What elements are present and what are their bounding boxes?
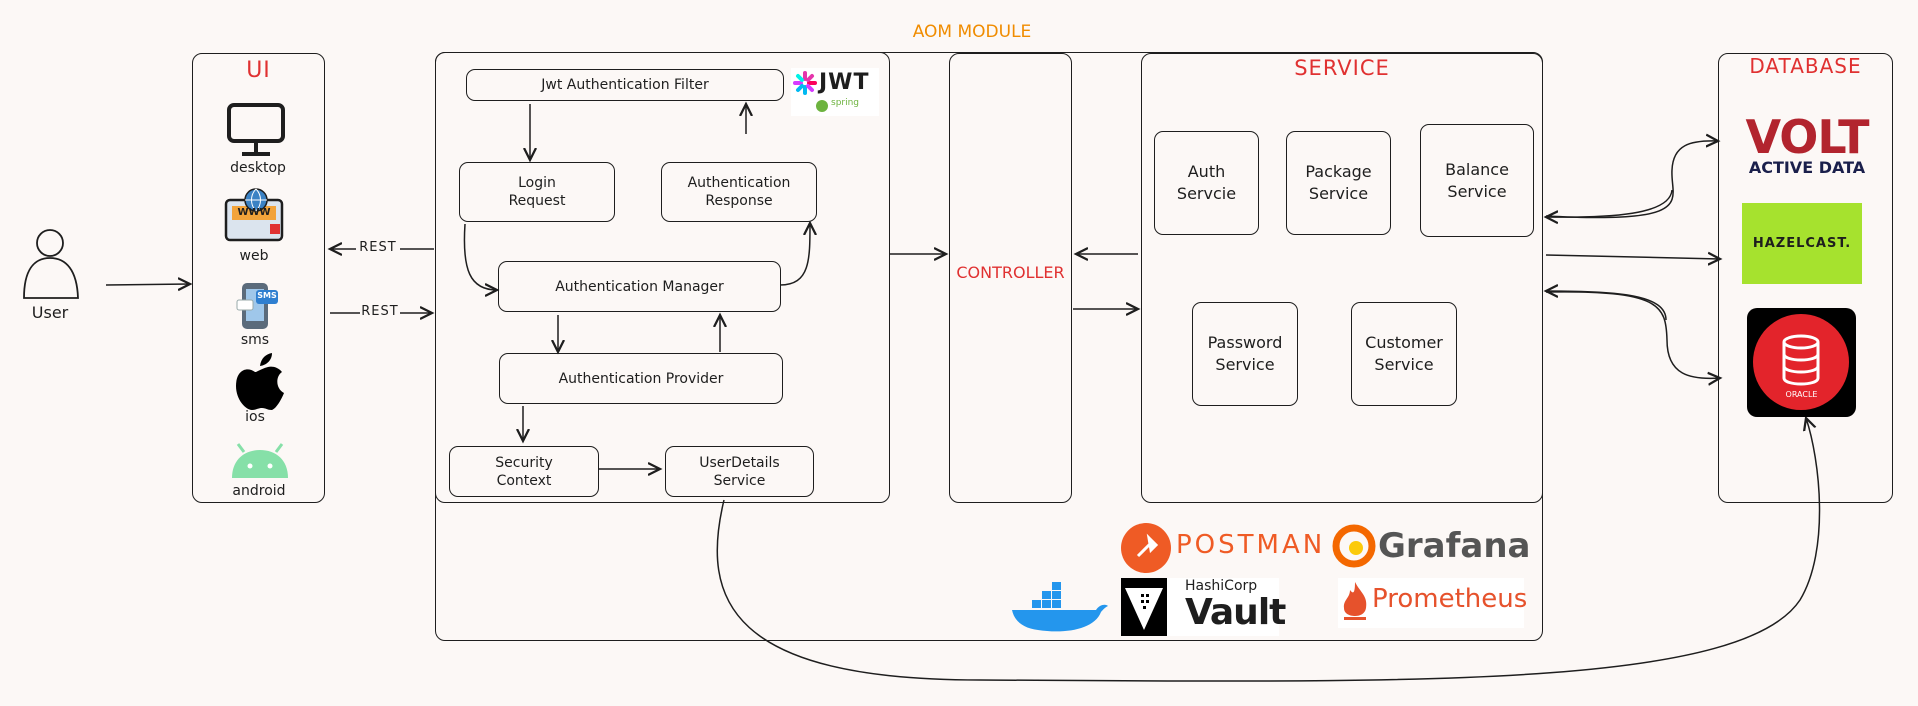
package-service-node: Package Service <box>1286 131 1391 235</box>
ui-title: UI <box>246 58 271 83</box>
docker-whale-icon <box>1012 582 1108 632</box>
sms-badge: SMS <box>257 291 277 300</box>
service-panel <box>1141 53 1543 503</box>
rest-label-bottom: REST <box>361 304 399 319</box>
client-label-ios: ios <box>245 409 265 425</box>
jwt-logo-text: JWT <box>819 70 870 95</box>
password-service-node: Password Service <box>1192 302 1298 406</box>
service-title: SERVICE <box>1294 56 1390 80</box>
postman-icon <box>1121 523 1171 573</box>
vault-text: Vault <box>1185 592 1286 633</box>
grafana-logo: Grafana <box>1332 522 1531 572</box>
vault-logo: HashiCorp Vault <box>1121 578 1286 636</box>
hazelcast-logo-text: HAZELCAST. <box>1752 236 1852 251</box>
prometheus-flame-icon <box>1343 582 1367 620</box>
grafana-text: Grafana <box>1378 526 1531 566</box>
controller-panel <box>949 53 1072 503</box>
database-panel <box>1718 53 1893 503</box>
volt-logo-subtext: ACTIVE DATA <box>1748 158 1866 177</box>
web-badge: WWW <box>237 207 271 218</box>
jwt-filter-node: Jwt Authentication Filter <box>466 69 784 101</box>
postman-text: POSTMAN <box>1176 530 1326 560</box>
userdetails-to-oracle-curve <box>716 418 1821 682</box>
balance-service-node: Balance Service <box>1420 124 1534 237</box>
client-label-desktop: desktop <box>230 160 286 176</box>
hashicorp-text: HashiCorp <box>1185 578 1258 594</box>
userdetails-service-node: UserDetails Service <box>665 446 814 497</box>
security-context-node: Security Context <box>449 446 599 497</box>
spring-leaf-icon <box>816 100 828 112</box>
postman-logo: POSTMAN <box>1120 520 1322 576</box>
oracle-logo-text: ORACLE <box>1785 390 1818 399</box>
vault-triangle-icon <box>1125 588 1163 630</box>
voltdb-logo: VOLT ACTIVE DATA <box>1738 110 1876 180</box>
client-label-android: android <box>232 483 286 499</box>
spring-logo-text: spring <box>831 98 860 108</box>
auth-provider-node: Authentication Provider <box>499 353 783 404</box>
auth-response-node: Authentication Response <box>661 162 817 222</box>
controller-label: CONTROLLER <box>956 263 1065 282</box>
user-to-ui-arrow <box>105 284 190 285</box>
hazelcast-logo: HAZELCAST. <box>1742 203 1862 284</box>
oracle-database-icon <box>1753 314 1849 410</box>
docker-logo <box>1008 578 1108 634</box>
ui-panel <box>192 53 325 503</box>
client-label-sms: sms <box>240 332 270 348</box>
security-panel <box>435 52 890 503</box>
prometheus-logo: Prometheus <box>1338 578 1528 628</box>
auth-manager-node: Authentication Manager <box>498 261 781 312</box>
client-label-web: web <box>239 248 269 264</box>
database-title: DATABASE <box>1749 54 1862 78</box>
rest-label-top: REST <box>359 240 397 255</box>
volt-logo-text: VOLT <box>1745 110 1870 164</box>
grafana-icon <box>1332 524 1376 568</box>
oracle-logo: ORACLE <box>1747 308 1856 417</box>
login-request-node: Login Request <box>459 162 615 222</box>
jwt-flower-icon <box>793 71 817 95</box>
module-title: AOM MODULE <box>912 22 1032 42</box>
auth-service-node: Auth Servcie <box>1154 131 1259 235</box>
prometheus-text: Prometheus <box>1372 584 1528 614</box>
customer-service-node: Customer Service <box>1351 302 1457 406</box>
jwt-logo: JWT spring <box>791 68 879 116</box>
user-label: User <box>31 303 69 322</box>
